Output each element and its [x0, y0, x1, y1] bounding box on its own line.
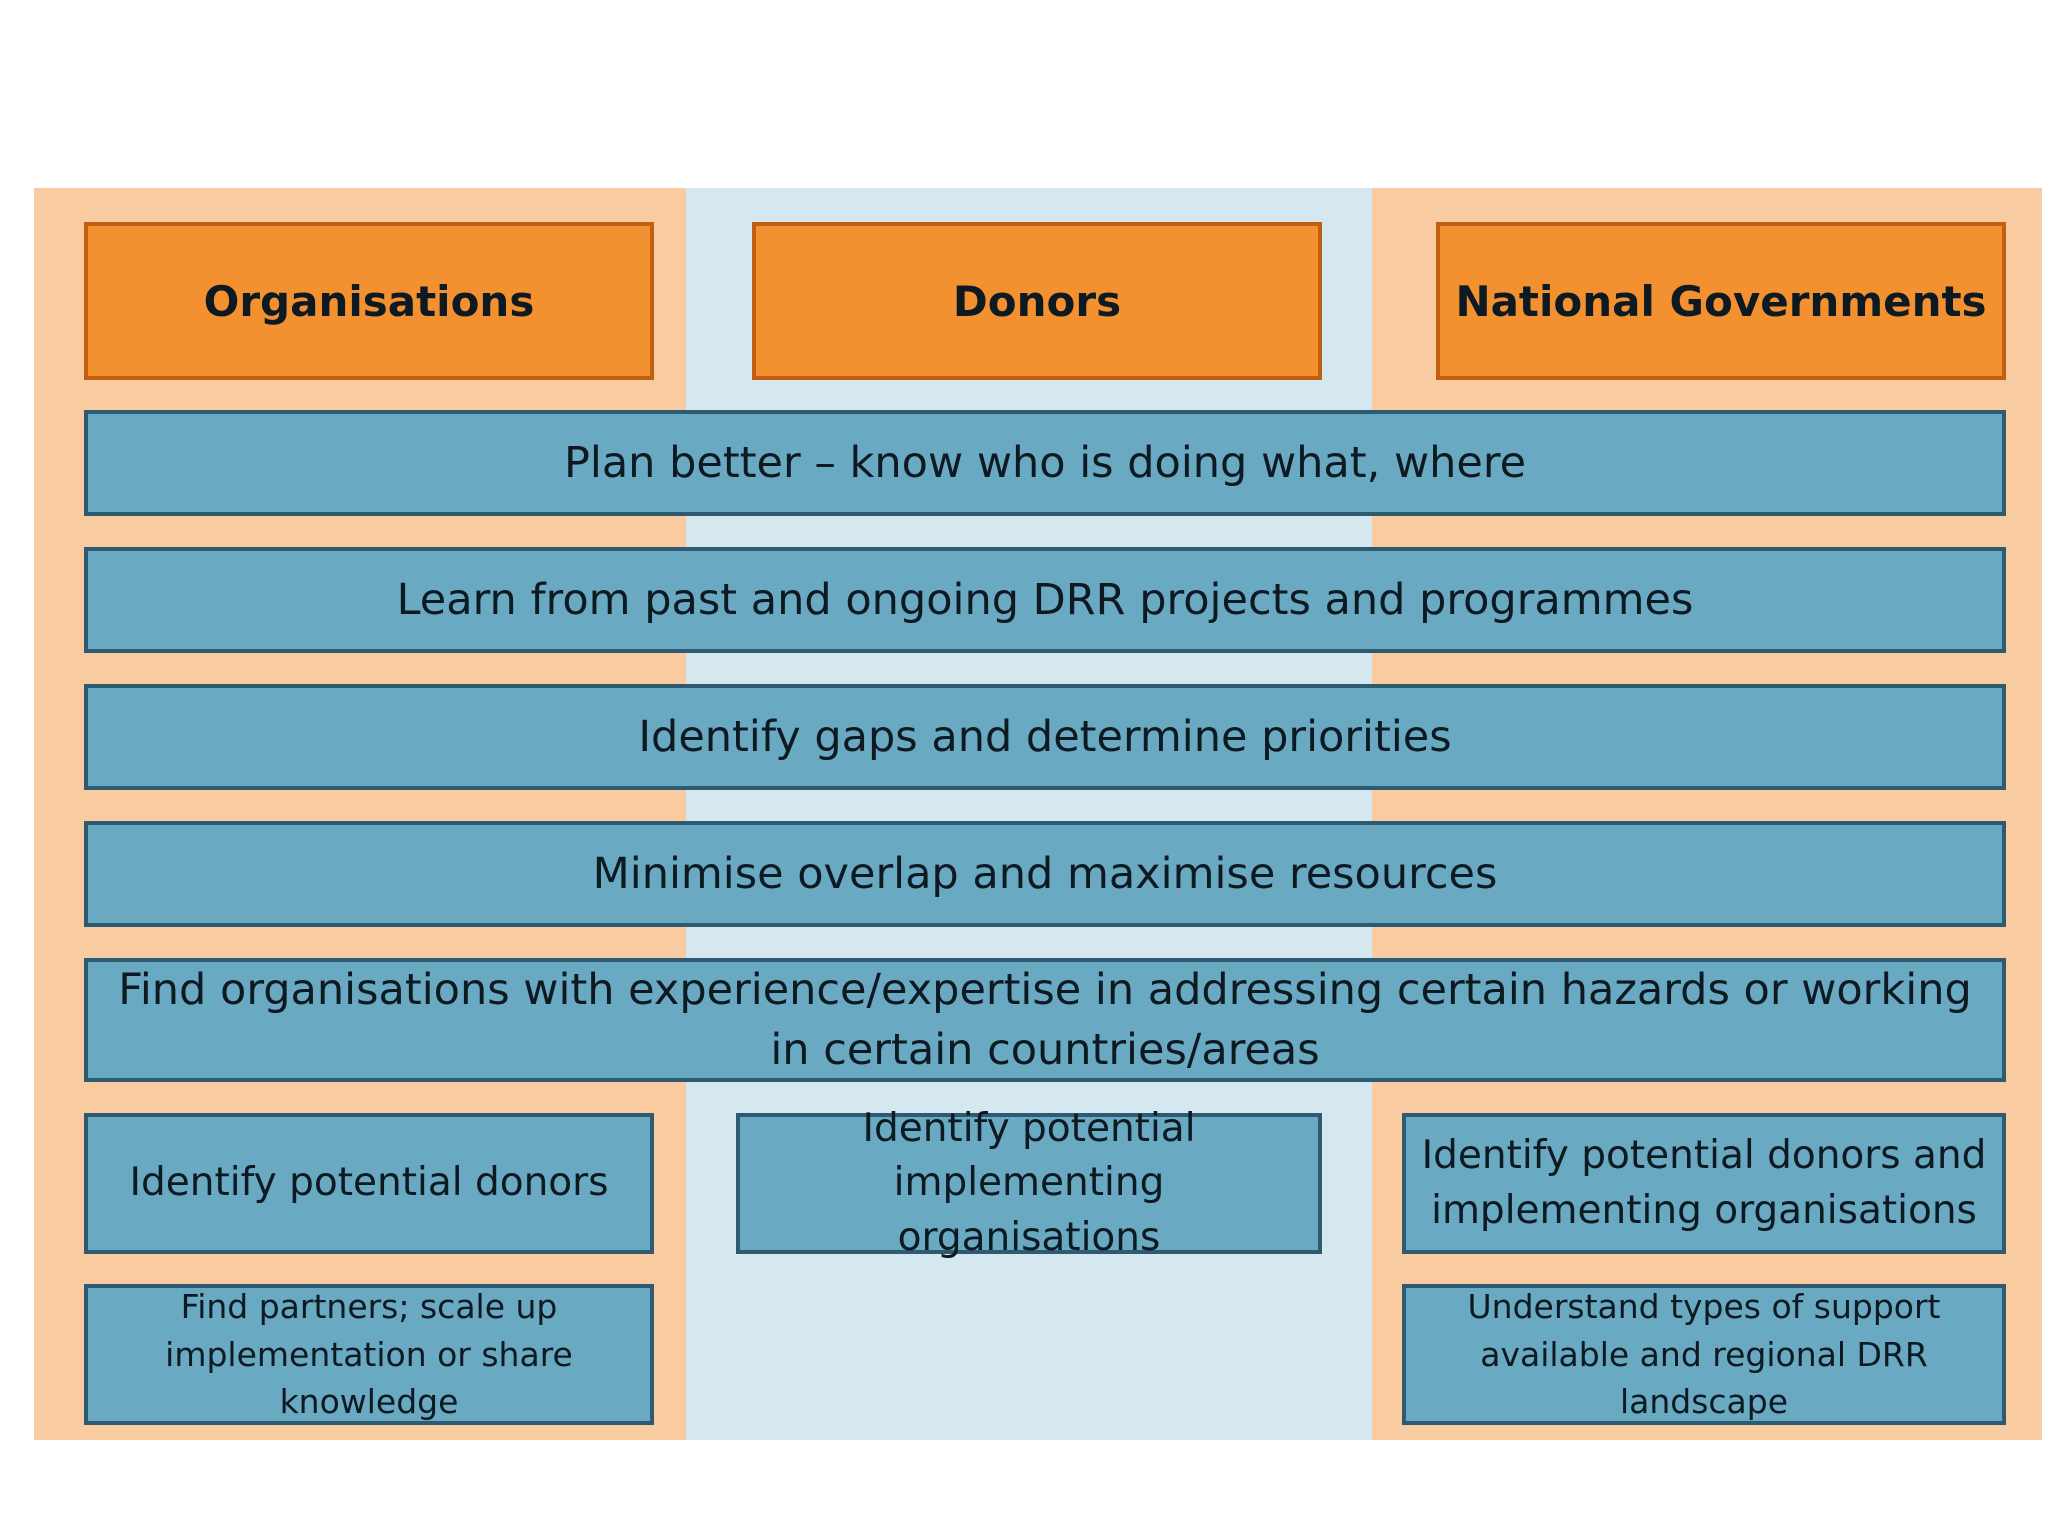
- organisations-header-label: Organisations: [203, 276, 535, 326]
- donors-benefit-box: Identify potential implementing organisa…: [736, 1106, 1322, 1260]
- organisations-benefit-box: Find partners; scale up implementation o…: [84, 1284, 654, 1425]
- organisations-benefit-box: Identify potential donors: [84, 1113, 654, 1254]
- donors-header: Donors: [752, 222, 1322, 380]
- donors-header-label: Donors: [952, 276, 1122, 326]
- national-governments-header-label: National Governments: [1455, 276, 1987, 326]
- shared-benefit-band: Identify gaps and determine priorities: [84, 684, 2006, 790]
- organisations-benefit-text: Find partners; scale up implementation o…: [165, 1286, 573, 1422]
- shared-benefit-text: Identify gaps and determine priorities: [638, 711, 1452, 762]
- shared-benefit-band: Minimise overlap and maximise resources: [84, 821, 2006, 927]
- organisations-header: Organisations: [84, 222, 654, 380]
- governments-benefit-text: Understand types of support available an…: [1467, 1286, 1941, 1422]
- shared-benefit-text: Find organisations with experience/exper…: [118, 964, 1972, 1075]
- shared-benefit-band: Learn from past and ongoing DRR projects…: [84, 547, 2006, 653]
- shared-benefit-text: Learn from past and ongoing DRR projects…: [396, 574, 1694, 625]
- shared-benefit-band: Find organisations with experience/exper…: [84, 958, 2006, 1082]
- shared-benefit-text: Minimise overlap and maximise resources: [592, 848, 1498, 899]
- organisations-benefit-text: Identify potential donors: [129, 1160, 609, 1206]
- governments-benefit-box: Identify potential donors and implementi…: [1402, 1113, 2006, 1254]
- governments-benefit-box: Understand types of support available an…: [1402, 1284, 2006, 1425]
- governments-benefit-text: Identify potential donors and implementi…: [1421, 1132, 1987, 1233]
- donors-benefit-text: Identify potential implementing organisa…: [862, 1105, 1196, 1260]
- shared-benefit-text: Plan better – know who is doing what, wh…: [563, 437, 1527, 488]
- national-governments-header: National Governments: [1436, 222, 2006, 380]
- shared-benefit-band: Plan better – know who is doing what, wh…: [84, 410, 2006, 516]
